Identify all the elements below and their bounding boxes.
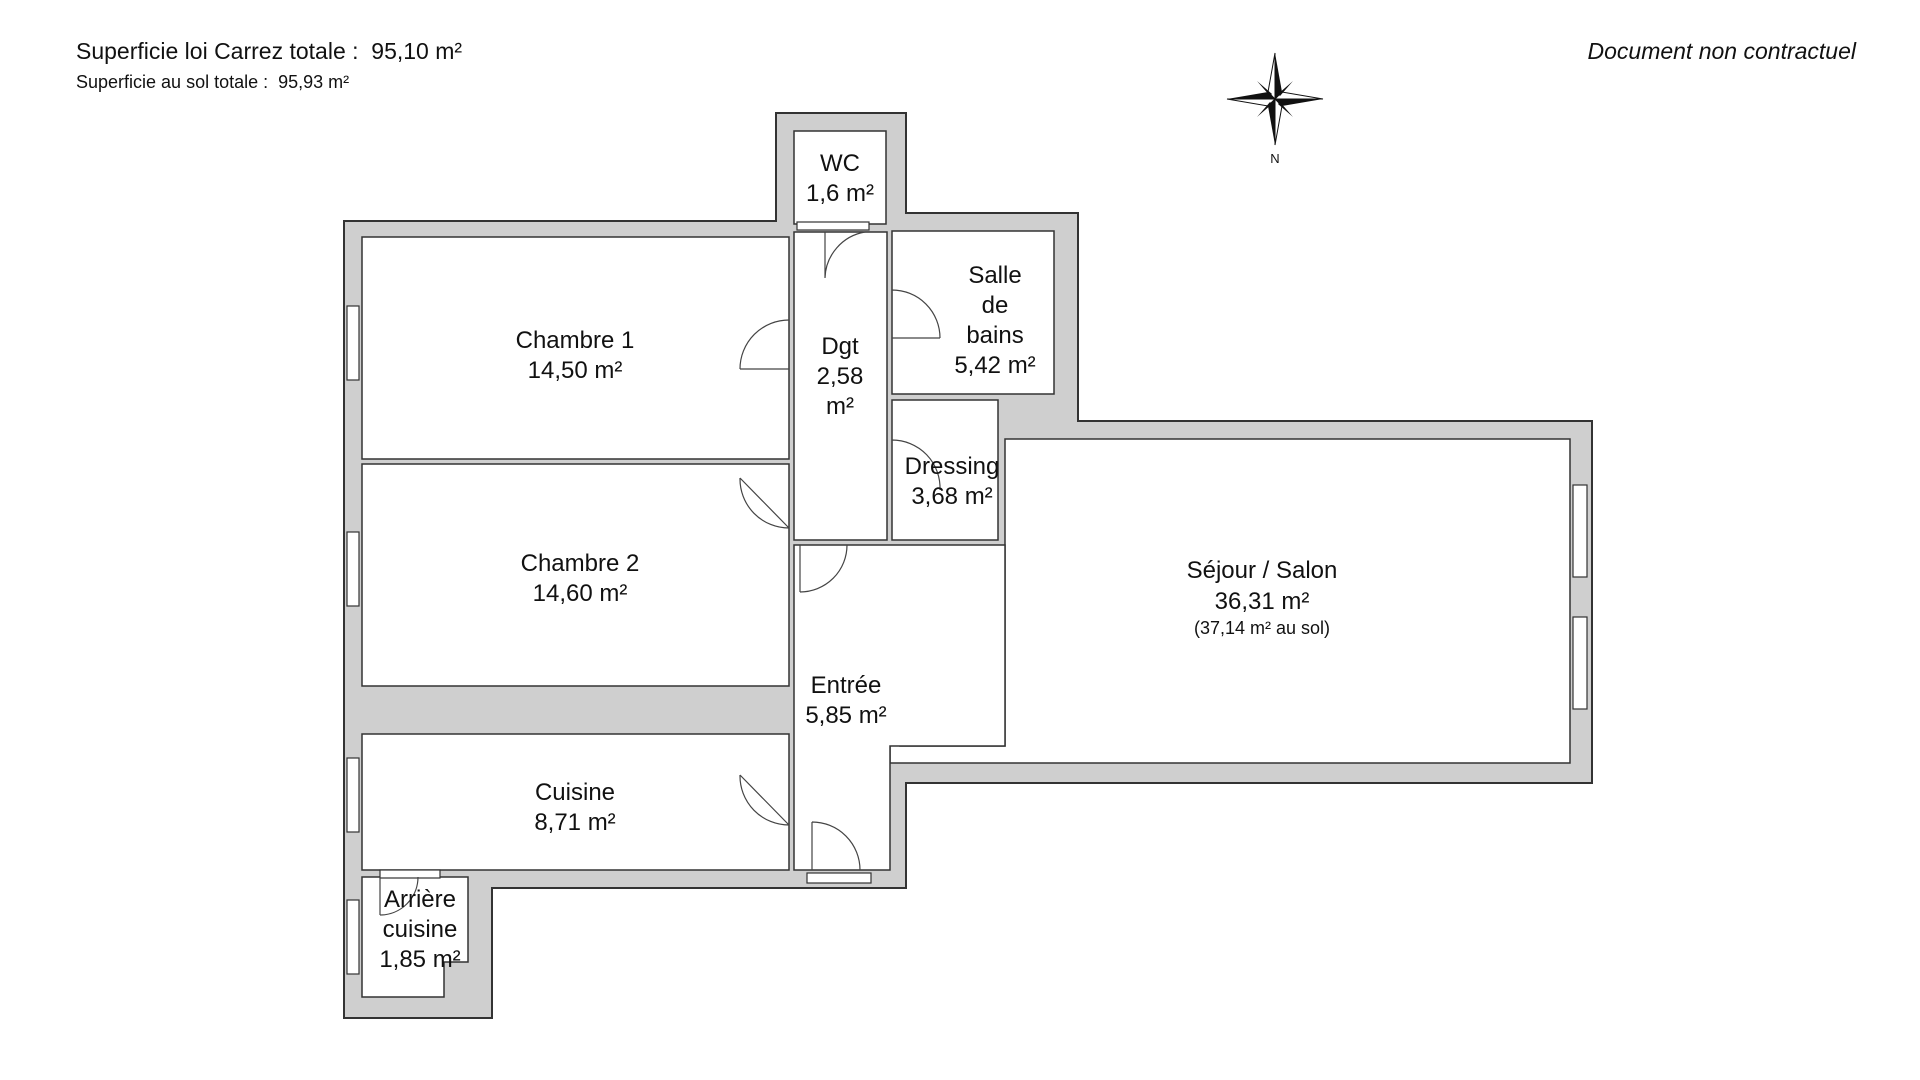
sdb-area: 5,42 m² xyxy=(954,352,1035,379)
door-cuisine xyxy=(739,774,790,826)
carrez-value: 95,10 m² xyxy=(371,38,463,64)
windows xyxy=(346,221,1588,975)
room-labels: WC 1,6 m² Chambre 1 14,50 m² Dgt 2,58 m²… xyxy=(379,150,1337,973)
wc-area: 1,6 m² xyxy=(806,180,874,207)
wc-name: WC xyxy=(820,150,860,177)
window-cuisine xyxy=(346,757,360,833)
dressing-name: Dressing xyxy=(905,453,1000,480)
sol-label: Superficie au sol totale : xyxy=(76,72,269,92)
window-arriere-top xyxy=(379,869,441,879)
chambre-2-area: 14,60 m² xyxy=(533,580,628,607)
dgt-name: Dgt xyxy=(821,333,859,360)
room-arriere-cuisine xyxy=(361,876,469,998)
carrez-label: Superficie loi Carrez totale : xyxy=(76,38,359,64)
arriere-area: 1,85 m² xyxy=(379,946,460,973)
cuisine-area: 8,71 m² xyxy=(534,809,615,836)
arriere-line-2: cuisine xyxy=(383,916,458,943)
chambre-2-name: Chambre 2 xyxy=(521,550,640,577)
door-wc xyxy=(824,231,866,279)
sdb-line-3: bains xyxy=(966,322,1023,349)
doors xyxy=(379,231,941,916)
door-chambre-1 xyxy=(739,319,790,370)
door-entree xyxy=(811,821,861,871)
door-dressing xyxy=(891,439,941,491)
sdb-line-2: de xyxy=(982,292,1009,319)
compass-rose-icon xyxy=(1226,52,1324,146)
room-chambre-1 xyxy=(361,236,790,460)
sejour-area: 36,31 m² xyxy=(1215,588,1310,615)
room-salle-de-bains xyxy=(891,230,1055,395)
cuisine-name: Cuisine xyxy=(535,779,615,806)
window-entree xyxy=(806,872,872,884)
chambre-1-area: 14,50 m² xyxy=(528,357,623,384)
room-entree xyxy=(793,544,1006,871)
room-cuisine xyxy=(361,733,790,871)
room-wc xyxy=(793,130,887,225)
window-chambre-2 xyxy=(346,531,360,607)
room-degagement xyxy=(793,231,888,541)
door-arriere-cuisine xyxy=(379,876,419,916)
door-degagement xyxy=(799,544,848,593)
entree-area: 5,85 m² xyxy=(805,702,886,729)
disclaimer: Document non contractuel xyxy=(1587,38,1857,64)
window-arriere-cuisine xyxy=(346,899,360,975)
arriere-line-1: Arrière xyxy=(384,886,456,913)
window-wc xyxy=(796,221,870,231)
entree-name: Entrée xyxy=(811,672,882,699)
window-chambre-1 xyxy=(346,305,360,381)
window-sejour-2 xyxy=(1572,616,1588,710)
sol-value: 95,93 m² xyxy=(278,72,350,92)
chambre-1-name: Chambre 1 xyxy=(516,327,635,354)
sdb-line-1: Salle xyxy=(968,262,1021,289)
dressing-area: 3,68 m² xyxy=(911,483,992,510)
total-carrez-area: Superficie loi Carrez totale : 95,10 m² xyxy=(76,38,462,65)
dgt-unit: m² xyxy=(826,393,854,420)
compass-north-label: N xyxy=(1270,151,1279,166)
door-chambre-2 xyxy=(739,477,790,529)
dgt-value: 2,58 xyxy=(817,363,864,390)
door-salle-de-bains xyxy=(891,289,941,339)
total-floor-area: Superficie au sol totale : 95,93 m² xyxy=(76,72,349,93)
window-sejour-1 xyxy=(1572,484,1588,578)
sejour-name: Séjour / Salon xyxy=(1187,557,1338,584)
sejour-area-sol: (37,14 m² au sol) xyxy=(1194,618,1330,638)
room-chambre-2 xyxy=(361,463,790,687)
